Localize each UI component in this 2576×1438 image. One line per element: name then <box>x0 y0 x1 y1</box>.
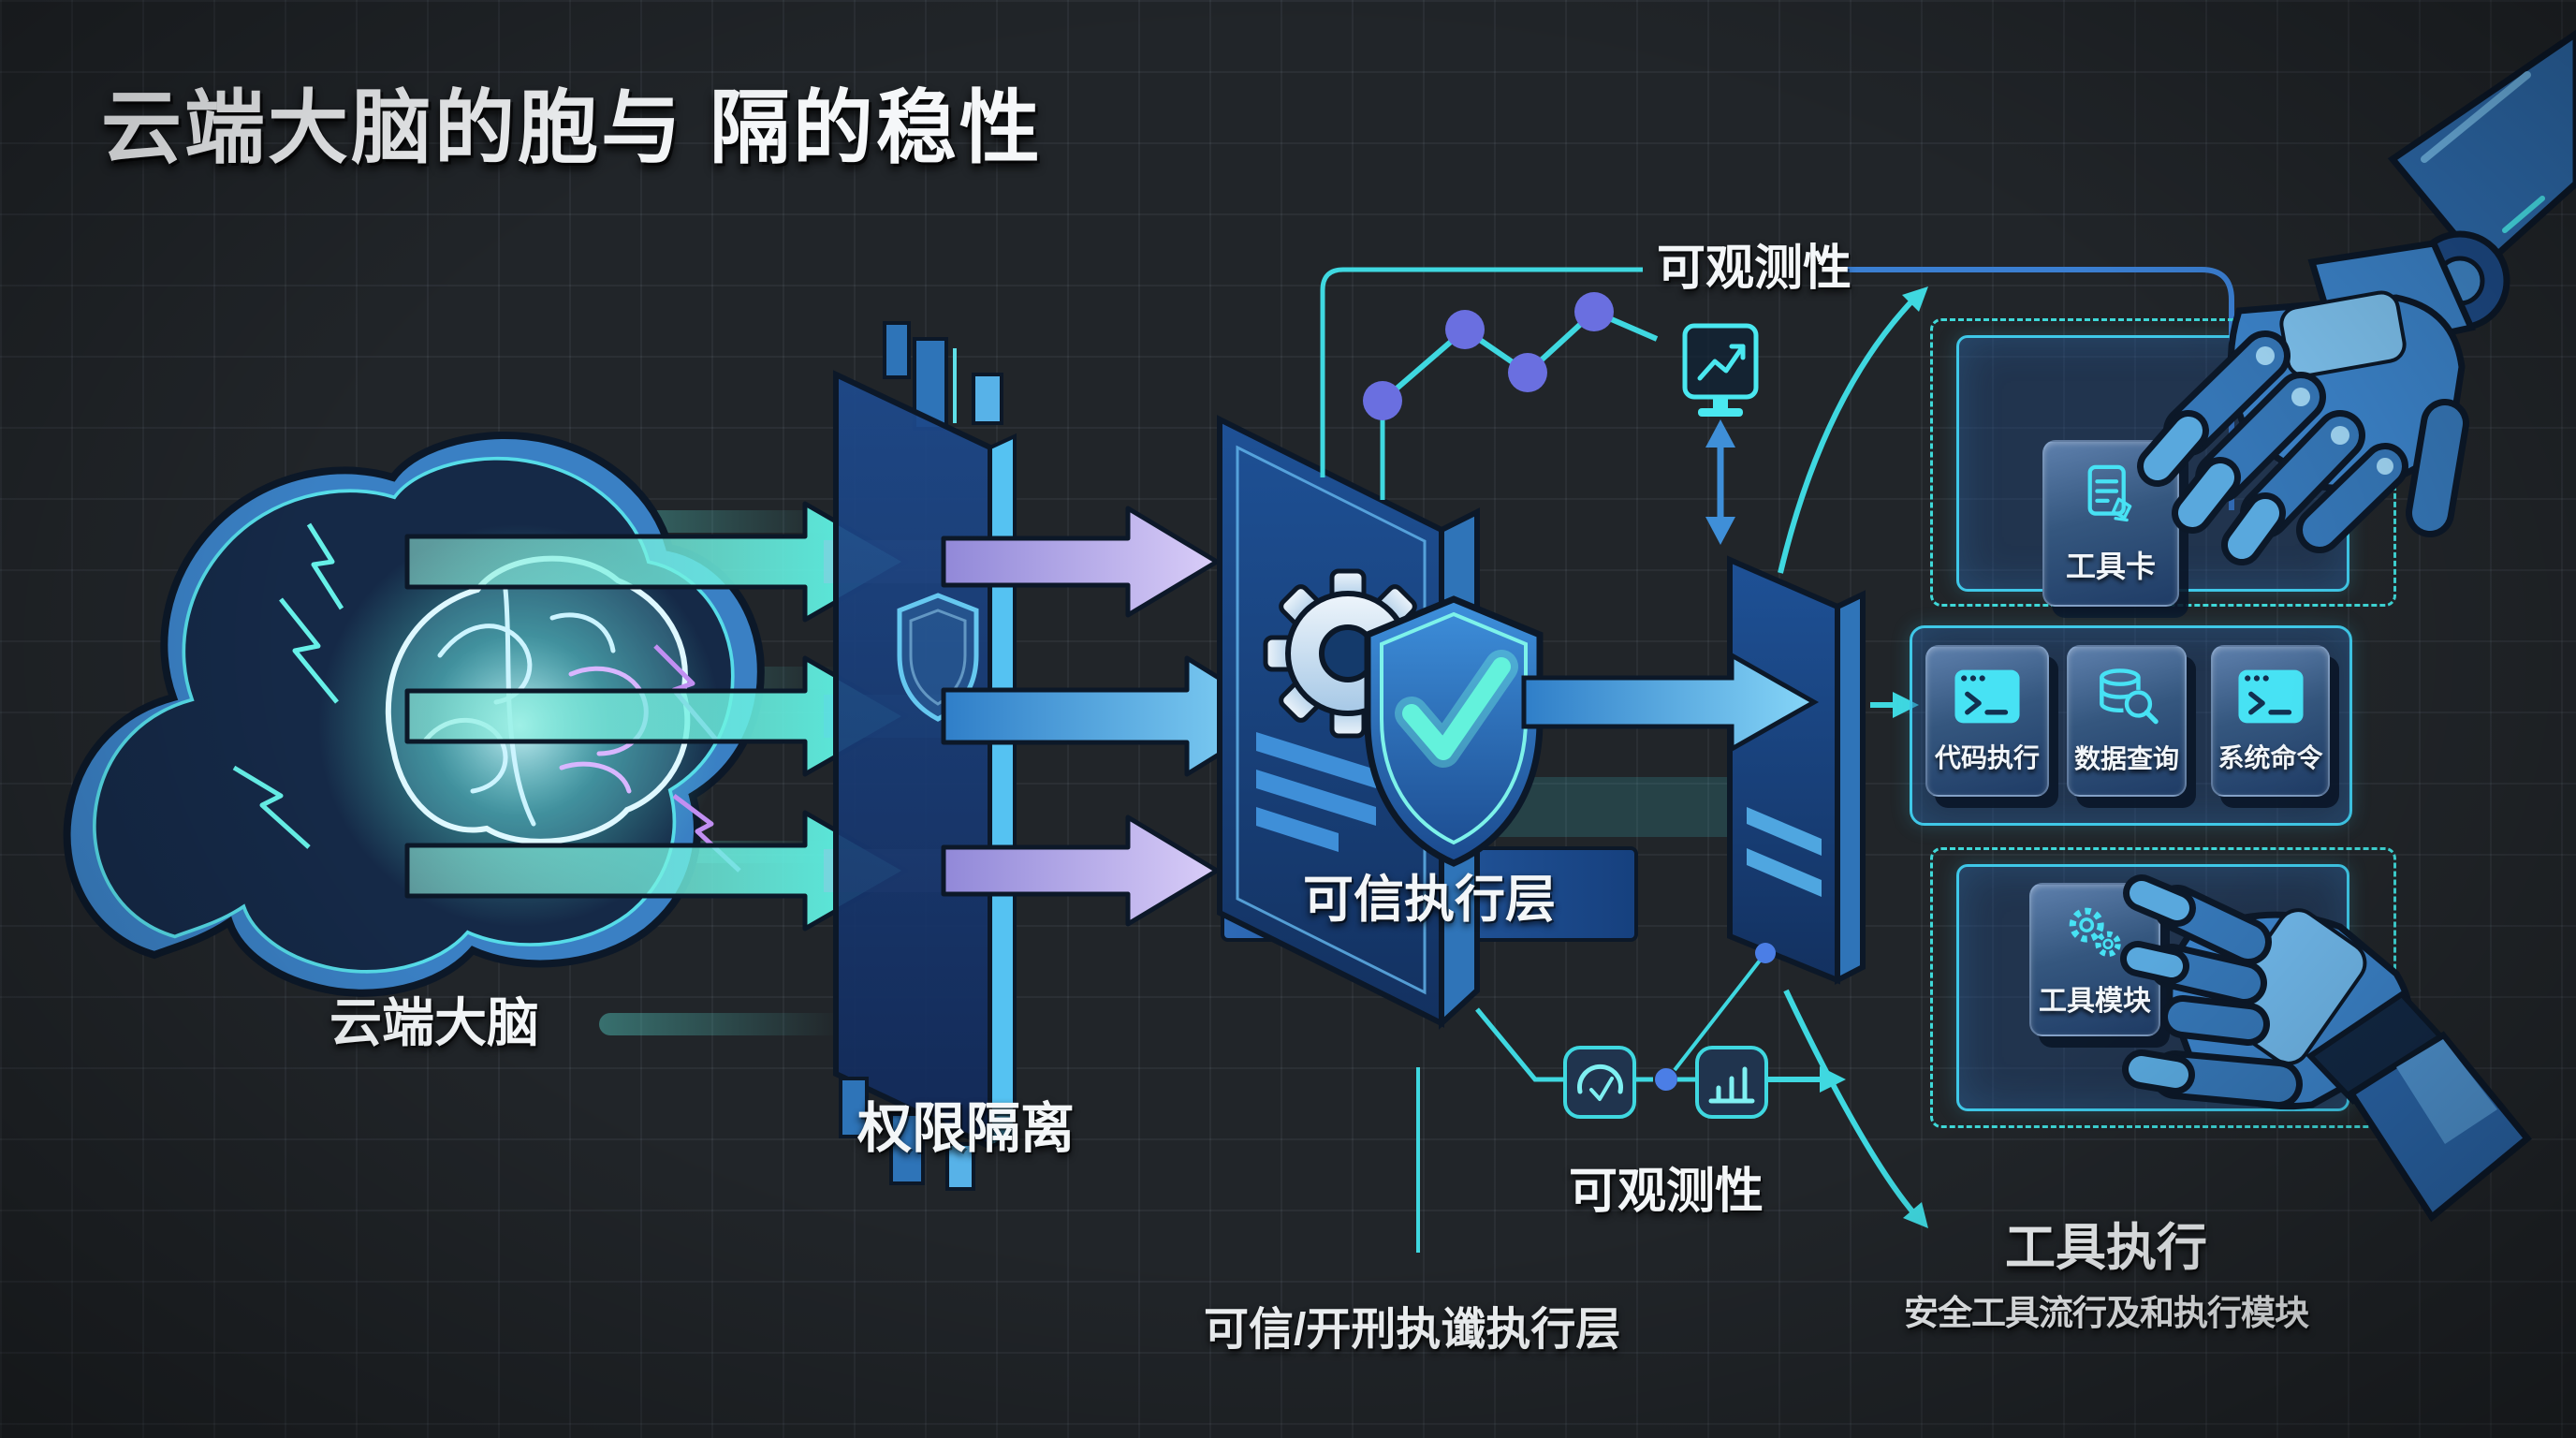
wall-passthrough-bands <box>824 540 950 892</box>
terminal-icon <box>2235 668 2306 730</box>
tool-card: 工具卡 <box>2042 440 2179 607</box>
connector-up-curve <box>1778 295 1918 574</box>
bracket-left <box>1320 267 1643 477</box>
tool-card-system-cmd: 系统命令 <box>2211 645 2330 797</box>
gauge-icon <box>1563 1046 1636 1119</box>
document-tool-icon <box>2077 462 2144 532</box>
tool-card-code-exec: 代码执行 <box>1925 645 2049 797</box>
arrow-cyan-top <box>404 501 909 623</box>
arrow-purple-bottom <box>941 814 1220 927</box>
tool-card-label: 工具卡 <box>2065 549 2156 583</box>
permission-isolation-label: 权限隔离 <box>857 1098 1076 1159</box>
tool-card-data-query: 数据查询 <box>2067 645 2187 797</box>
observability-top-label: 可观测性 <box>1657 242 1852 296</box>
flow-glow-band <box>1442 777 1760 837</box>
tool-card-data-query-label: 数据查询 <box>2073 743 2179 773</box>
tool-execution-subtitle: 安全工具流行及和执行模块 <box>1904 1294 2309 1332</box>
request-arrows <box>404 501 909 932</box>
cloud-inner <box>93 456 735 974</box>
bidirectional-arrow <box>1705 419 1735 545</box>
shield-icon-small <box>897 593 979 722</box>
panel2-stripes <box>1747 807 1822 897</box>
shield-check-icon <box>1364 595 1544 867</box>
circuit-blocks-top <box>883 321 1003 431</box>
panel2-front <box>1727 555 1840 985</box>
wall-bright-edge <box>988 433 1017 1151</box>
cloud-brain-illustration <box>63 431 765 1251</box>
lightning-right <box>653 644 741 873</box>
terminal-icon <box>1952 668 2023 730</box>
page-title: 云端大脑的胞与 隔的稳性 <box>101 83 1043 173</box>
tool-card-code-exec-label: 代码执行 <box>1934 742 2040 772</box>
observability-bottom-label: 可观测性 <box>1569 1165 1764 1219</box>
monitor-icon <box>1682 323 1759 417</box>
permission-wall <box>833 321 1017 1191</box>
lightning-left <box>232 522 344 849</box>
cloud-outer <box>63 431 765 997</box>
panel2-side <box>1835 590 1866 985</box>
brain-folds <box>423 587 616 827</box>
tool-module-card: 工具模块 <box>2029 883 2160 1036</box>
dispatch-connectors <box>1778 295 1920 1219</box>
arrow-blue-middle <box>941 655 1283 777</box>
gears-icon <box>2060 902 2130 968</box>
brain-outline <box>385 555 691 844</box>
cloud-brain-label: 云端大脑 <box>329 993 539 1052</box>
connector-down-curve <box>1783 989 1920 1219</box>
tool-execution-title: 工具执行 <box>2005 1220 2207 1276</box>
tech-bars <box>599 510 842 1035</box>
trusted-layer-banner-label: 可信执行层 <box>1303 871 1556 928</box>
arrow-cyan-middle <box>404 655 909 777</box>
database-search-icon <box>2091 667 2162 731</box>
panel-doc-stripes <box>1256 732 1376 852</box>
entry-arrow <box>1521 651 1820 754</box>
energy-drips <box>558 895 743 1251</box>
metric-line <box>1381 308 1659 404</box>
metric-dots <box>1363 292 1614 420</box>
gear-icon <box>1263 568 1433 739</box>
brain-glow <box>318 524 721 927</box>
tool-module-label: 工具模块 <box>2039 985 2151 1017</box>
node-dot <box>1755 943 1776 963</box>
arrow-cyan-bottom <box>404 810 909 932</box>
panel-side <box>1439 507 1480 1030</box>
trusted-sandbox-caption: 可信/开刑执谶执行层 <box>1204 1305 1621 1355</box>
bar-chart-icon <box>1695 1046 1768 1119</box>
brain-folds-right <box>559 666 649 794</box>
tool-card-system-cmd-label: 系统命令 <box>2217 742 2323 772</box>
arrow-purple-top <box>941 506 1220 618</box>
node-dot <box>1655 1068 1677 1091</box>
wall-front <box>833 370 993 1152</box>
